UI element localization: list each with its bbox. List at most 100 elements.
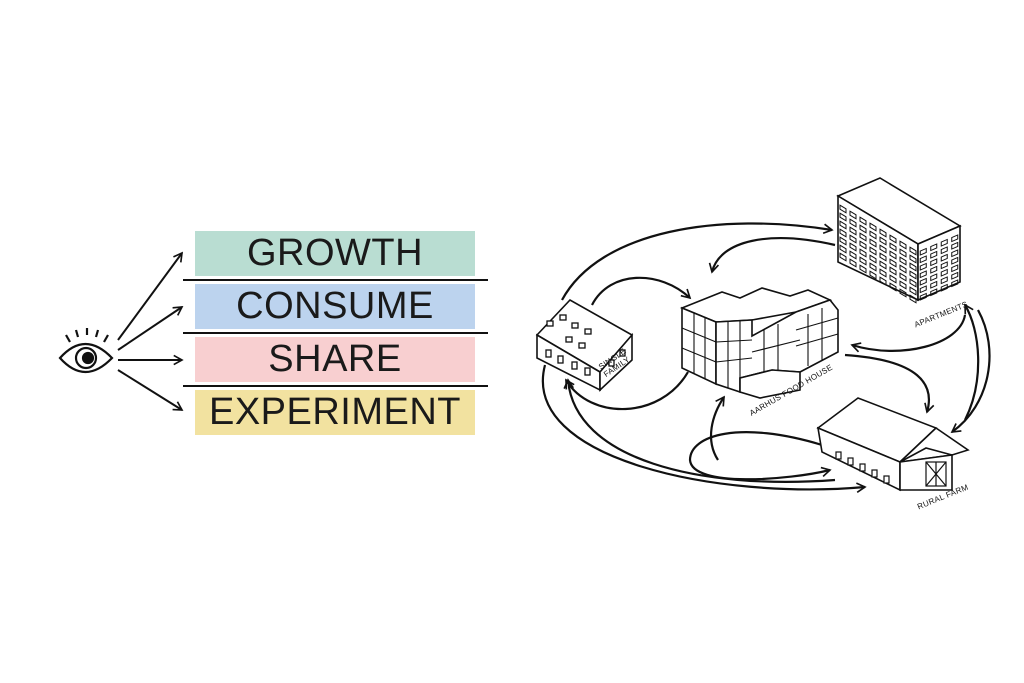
apartment-window — [849, 218, 857, 228]
apartment-window — [909, 278, 917, 288]
apartment-window — [899, 256, 907, 266]
apartment-window — [919, 277, 927, 286]
apartment-window — [940, 283, 948, 292]
category-consume: CONSUME — [195, 284, 475, 329]
apartment-window — [839, 220, 847, 230]
apartment-window — [909, 254, 917, 264]
apartment-window — [899, 264, 907, 274]
apartment-window — [889, 282, 897, 292]
arrow-icon — [117, 251, 184, 341]
apartment-window — [849, 242, 857, 252]
apartment-window — [909, 262, 917, 272]
category-share: SHARE — [195, 337, 475, 382]
apartment-window — [940, 253, 948, 262]
apartment-window — [849, 258, 857, 268]
apartment-window — [919, 262, 927, 271]
apartment-window — [940, 261, 948, 270]
apartment-window — [930, 280, 938, 289]
divider — [183, 385, 488, 387]
apartment-window — [909, 286, 917, 296]
apartment-window — [951, 271, 959, 280]
apartment-window — [869, 246, 877, 256]
arrow-icon — [710, 395, 725, 461]
apartment-window — [879, 260, 887, 270]
apartment-window — [940, 268, 948, 277]
apartment-window — [859, 232, 867, 242]
arrow-icon — [117, 369, 184, 411]
arrow-icon — [563, 378, 836, 483]
apartment-window — [849, 250, 857, 260]
divider — [183, 279, 488, 281]
apartment-window — [869, 238, 877, 248]
category-experiment: EXPERIMENT — [195, 390, 475, 435]
apartment-window — [899, 288, 907, 298]
apartment-window — [909, 246, 917, 256]
apartment-window — [879, 268, 887, 278]
apartment-window — [849, 234, 857, 244]
apartment-window — [951, 264, 959, 273]
apartment-window — [951, 249, 959, 258]
apartment-window — [930, 250, 938, 259]
apartment-window — [889, 274, 897, 284]
apartment-window — [930, 273, 938, 282]
apartment-window — [951, 256, 959, 265]
apartment-window — [899, 248, 907, 258]
arrow-icon — [844, 353, 935, 414]
arrow-icon — [708, 237, 836, 274]
apartment-window — [879, 228, 887, 238]
divider — [183, 332, 488, 334]
apartment-window — [899, 280, 907, 290]
eye-arrows — [117, 251, 184, 411]
apartment-window — [919, 255, 927, 264]
apartment-window — [869, 222, 877, 232]
apartment-window — [879, 252, 887, 262]
arrow-icon — [565, 371, 689, 411]
apartment-window — [859, 224, 867, 234]
apartment-window — [889, 266, 897, 276]
aarhus-food-house — [679, 287, 839, 399]
apartment-window — [859, 248, 867, 258]
apartment-window — [869, 254, 877, 264]
apartment-window — [889, 258, 897, 268]
apartment-window — [889, 234, 897, 244]
apartment-window — [951, 279, 959, 288]
apartment-window — [919, 247, 927, 256]
apartment-window — [869, 230, 877, 240]
arrow-icon — [964, 303, 980, 421]
apartment-window — [919, 285, 927, 294]
apartment-window — [879, 236, 887, 246]
apartment-window — [859, 264, 867, 274]
arrow-icon — [117, 306, 184, 351]
single-family-house — [535, 298, 634, 392]
arrow-icon — [688, 431, 832, 481]
apartment-window — [930, 288, 938, 297]
apartment-window — [859, 240, 867, 250]
apartment-window — [859, 216, 867, 226]
apartment-window — [919, 292, 927, 301]
apartment-window — [919, 270, 927, 279]
apartment-window — [839, 244, 847, 254]
apartment-window — [930, 243, 938, 252]
apartment-window — [889, 242, 897, 252]
rural-farm-building — [816, 397, 970, 492]
apartment-window — [909, 270, 917, 280]
apartment-window — [839, 252, 847, 262]
apartment-window — [899, 240, 907, 250]
apartment-window — [909, 294, 917, 304]
apartment-window — [839, 228, 847, 238]
apartment-window — [951, 241, 959, 250]
apartment-window — [951, 234, 959, 243]
apartment-window — [839, 204, 847, 214]
apartment-window — [899, 272, 907, 282]
arrow-icon — [561, 222, 834, 301]
apartment-window — [859, 256, 867, 266]
apartment-window — [869, 262, 877, 272]
apartment-window — [930, 265, 938, 274]
apartment-window — [839, 236, 847, 246]
apartment-window — [839, 212, 847, 222]
apartment-window — [940, 238, 948, 247]
flow-arrows — [541, 222, 991, 493]
arrow-icon — [850, 314, 967, 353]
apartment-window — [889, 250, 897, 260]
